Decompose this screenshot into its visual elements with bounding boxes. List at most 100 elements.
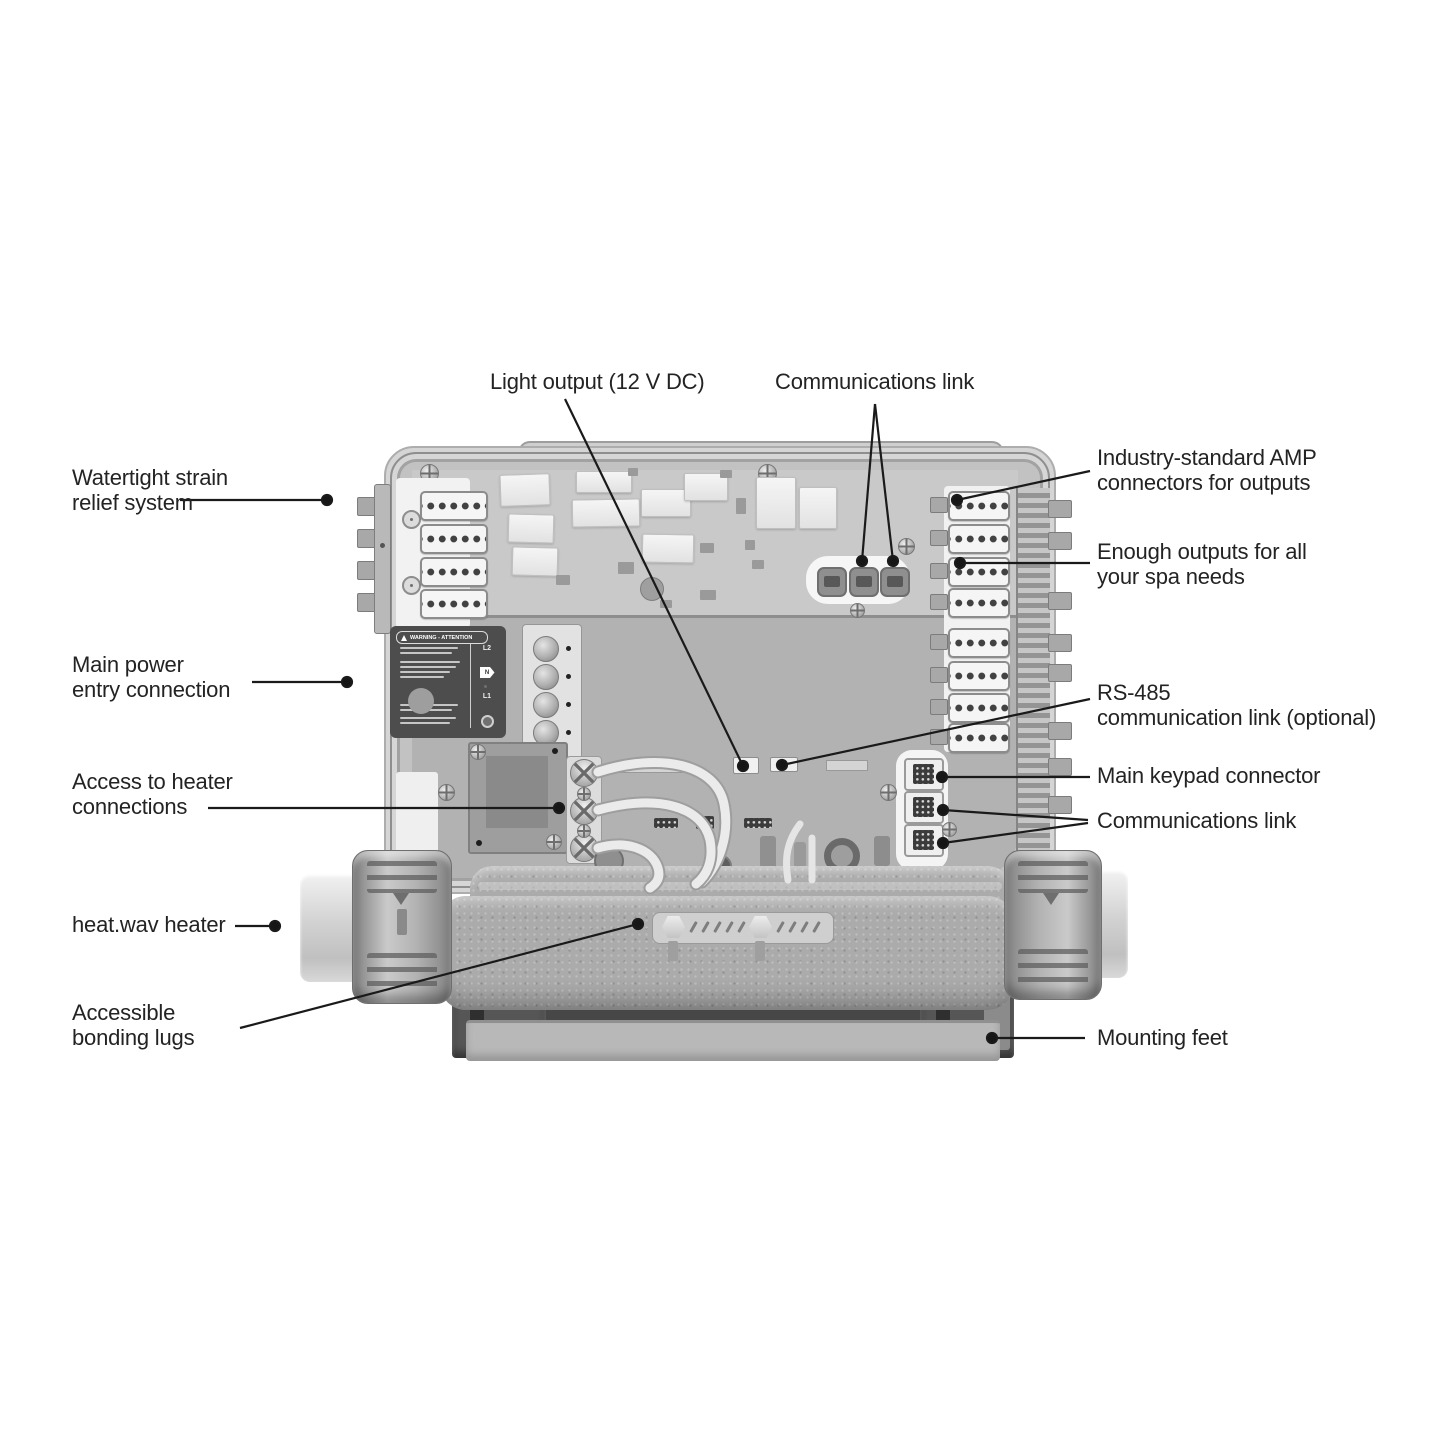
output-tab xyxy=(1048,722,1072,740)
label-text-line xyxy=(400,661,460,663)
amp-connector-left xyxy=(420,557,488,587)
pin-header xyxy=(654,818,678,828)
amp-connector-right xyxy=(948,557,1010,587)
callout-light-output: Light output (12 V DC) xyxy=(490,369,705,394)
label-text-line xyxy=(400,722,450,724)
plate-screw xyxy=(470,744,486,760)
union-nut-left xyxy=(352,850,452,1004)
terminal-marking-n: N xyxy=(484,669,490,676)
relay xyxy=(507,513,555,544)
relay xyxy=(576,471,632,493)
amp-connector-right xyxy=(948,628,1010,658)
comm-connector-round xyxy=(849,567,879,597)
output-tab xyxy=(1048,532,1072,550)
neutral-tag: N xyxy=(479,667,495,678)
ground-ring xyxy=(480,715,494,728)
terminal-dot xyxy=(566,674,571,679)
plate-dot xyxy=(552,748,558,754)
board-screw xyxy=(850,603,865,618)
callout-enough-outputs: Enough outputs for all your spa needs xyxy=(1097,539,1307,589)
output-pin-tab xyxy=(930,634,948,650)
relay xyxy=(571,498,641,528)
relay xyxy=(499,473,551,507)
comm-pin-grid xyxy=(913,797,934,817)
chip xyxy=(745,540,755,550)
keypad-pin-grid xyxy=(913,764,934,784)
terminal-diagram: L2 N L1 xyxy=(470,644,500,728)
pin-header xyxy=(696,816,714,829)
heater-access-core xyxy=(486,756,548,828)
label-text-line xyxy=(400,717,456,719)
heater-terminal-small-screw xyxy=(577,824,591,838)
light-output-connector xyxy=(733,757,759,774)
terminal-dot xyxy=(566,730,571,735)
heater-terminal-small-screw xyxy=(577,787,591,801)
panel-ring xyxy=(402,510,421,529)
warning-label-circle xyxy=(408,688,434,714)
amp-connector-right xyxy=(948,491,1010,521)
label-text-line xyxy=(400,666,456,668)
chip xyxy=(628,468,638,476)
callout-access-heater: Access to heater connections xyxy=(72,769,233,819)
callout-bonding-lugs: Accessible bonding lugs xyxy=(72,1000,195,1050)
amp-connector-right xyxy=(948,588,1010,618)
output-tab xyxy=(1048,758,1072,776)
output-tab xyxy=(1048,592,1072,610)
strain-bar-pin xyxy=(380,543,385,548)
plate-screw xyxy=(546,834,562,850)
comm-connector-bottom xyxy=(904,824,944,857)
pin-header xyxy=(744,818,772,828)
board-screw xyxy=(942,822,957,837)
union-pointer xyxy=(1043,893,1059,905)
output-pin-tab xyxy=(930,594,948,610)
output-pin-tab xyxy=(930,497,948,513)
chip xyxy=(618,562,634,574)
amp-connector-left xyxy=(420,491,488,521)
callout-amp-connectors: Industry-standard AMP connectors for out… xyxy=(1097,445,1317,495)
warning-triangle-icon xyxy=(401,634,407,641)
warning-label-title: WARNING - ATTENTION xyxy=(410,634,473,641)
board-screw xyxy=(898,538,915,555)
heater-ridge xyxy=(478,882,1002,890)
relay xyxy=(756,477,796,529)
union-slot-center xyxy=(397,909,407,935)
label-text-line xyxy=(400,647,458,649)
comm-connector-bottom xyxy=(904,791,944,824)
union-slots-top xyxy=(367,861,437,893)
callout-main-keypad: Main keypad connector xyxy=(1097,763,1321,788)
warning-label: WARNING - ATTENTION L2 N L1 xyxy=(390,626,506,738)
board-seam xyxy=(412,615,1018,618)
amp-connector-right xyxy=(948,693,1010,723)
chip xyxy=(660,600,672,608)
rs485-connector xyxy=(770,757,798,772)
post xyxy=(794,842,806,868)
output-pin-tab xyxy=(930,530,948,546)
output-pin-tab xyxy=(930,667,948,683)
relay xyxy=(641,533,695,564)
union-nut-right xyxy=(1004,850,1102,1000)
amp-connector-right xyxy=(948,723,1010,753)
comm-socket xyxy=(824,576,840,587)
chip xyxy=(700,590,716,600)
callout-mounting-feet: Mounting feet xyxy=(1097,1025,1228,1050)
callout-communications-link-bottom: Communications link xyxy=(1097,808,1297,833)
amp-connector-left xyxy=(420,589,488,619)
union-pointer xyxy=(393,893,409,905)
label-text-line xyxy=(400,676,444,678)
chip xyxy=(752,560,764,569)
relay xyxy=(799,487,837,529)
comm-socket xyxy=(856,576,872,587)
heatsink-fins xyxy=(1016,488,1050,870)
terminal-dot xyxy=(566,646,571,651)
terminal-screw xyxy=(533,636,559,662)
chip xyxy=(736,498,746,514)
post xyxy=(760,836,776,868)
union-slots-bottom xyxy=(1018,949,1088,989)
terminal-screw xyxy=(533,664,559,690)
terminal-marking-l2: L2 xyxy=(482,645,492,652)
output-tab xyxy=(1048,634,1072,652)
header-strip xyxy=(618,762,692,773)
chip xyxy=(720,470,732,478)
callout-communications-link-top: Communications link xyxy=(775,369,975,394)
